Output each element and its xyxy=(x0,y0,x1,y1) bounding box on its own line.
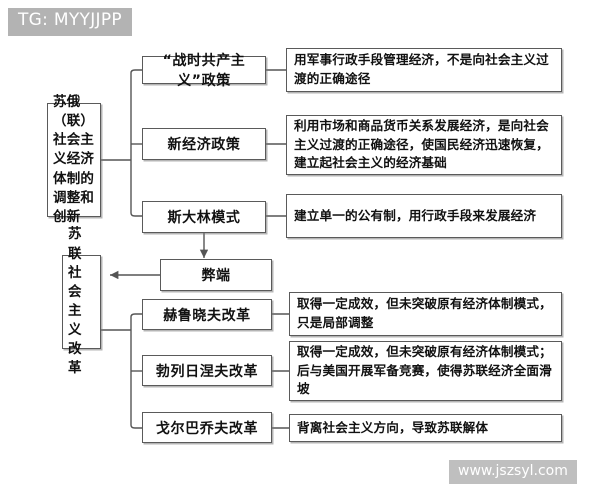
wire-trunk-to-gorbachev xyxy=(130,424,142,429)
description-node-brezhnev-reform[interactable]: 取得一定成效，但未突破原有经济体制模式；后与美国开展军备竞赛，使得苏联经济全面滑… xyxy=(289,341,562,401)
description-text: 取得一定成效，但未突破原有经济体制模式；后与美国开展军备竞赛，使得苏联经济全面滑… xyxy=(297,343,552,397)
stage-node-brezhnev-reform[interactable]: 勃列日涅夫改革 xyxy=(142,355,272,386)
stage-node-label: 弊端 xyxy=(201,268,231,284)
description-text: 用军事行政手段管理经济，不是向社会主义过渡的正确途径 xyxy=(294,52,549,86)
description-text: 利用市场和商品货币关系发展经济，是向社会主义过渡的正确途径，使国民经济迅速恢复，… xyxy=(294,117,549,171)
description-node-khrushchev-reform[interactable]: 取得一定成效，但未突破原有经济体制模式，只是局部调整 xyxy=(289,292,562,336)
stage-node-new-economic-policy[interactable]: 新经济政策 xyxy=(142,128,266,160)
stage-node-label: 新经济政策 xyxy=(167,137,241,153)
description-text: 取得一定成效，但未突破原有经济体制模式，只是局部调整 xyxy=(297,296,552,330)
description-text: 建立单一的公有制，用行政手段来发展经济 xyxy=(294,207,537,223)
tg-badge: TG: MYYJJPP xyxy=(8,8,132,36)
stage-node-label: 赫鲁晓夫改革 xyxy=(163,307,251,324)
wire-trunk-to-khrushchev xyxy=(130,313,142,318)
wire-trunk-to-stalin xyxy=(130,212,142,217)
stage-node-label: “战时共产主义”政策 xyxy=(162,53,246,89)
watermark: www.jszsyl.com xyxy=(449,460,577,484)
root-node-economic-system[interactable]: 苏俄（联）社会主义经济体制的调整和创新 xyxy=(47,94,101,225)
description-text: 背离社会主义方向，导致苏联解体 xyxy=(297,419,489,435)
description-node-stalin-model[interactable]: 建立单一的公有制，用行政手段来发展经济 xyxy=(286,194,562,238)
wire-trunk-to-war-communism xyxy=(130,69,142,74)
description-node-new-economic-policy[interactable]: 利用市场和商品货币关系发展经济，是向社会主义过渡的正确途径，使国民经济迅速恢复，… xyxy=(286,115,562,175)
stage-node-label: 勃列日涅夫改革 xyxy=(155,363,259,380)
stage-node-drawbacks[interactable]: 弊端 xyxy=(160,259,272,291)
stage-node-khrushchev-reform[interactable]: 赫鲁晓夫改革 xyxy=(142,299,272,330)
stage-node-war-communism[interactable]: “战时共产主义”政策 xyxy=(142,53,266,89)
stage-node-stalin-model[interactable]: 斯大林模式 xyxy=(142,201,266,233)
stage-node-gorbachev-reform[interactable]: 戈尔巴乔夫改革 xyxy=(142,412,272,443)
description-node-war-communism[interactable]: 用军事行政手段管理经济，不是向社会主义过渡的正确途径 xyxy=(286,48,562,92)
root-node-label: 苏俄（联）社会主义经济体制的调整和创新 xyxy=(53,93,95,225)
root-node-label: 苏联社会主义改革 xyxy=(68,226,82,377)
stage-node-label: 戈尔巴乔夫改革 xyxy=(155,420,259,437)
stage-node-label: 斯大林模式 xyxy=(167,210,241,226)
root-node-soviet-reform[interactable]: 苏联社会主义改革 xyxy=(62,226,101,376)
description-node-gorbachev-reform[interactable]: 背离社会主义方向，导致苏联解体 xyxy=(289,414,562,442)
